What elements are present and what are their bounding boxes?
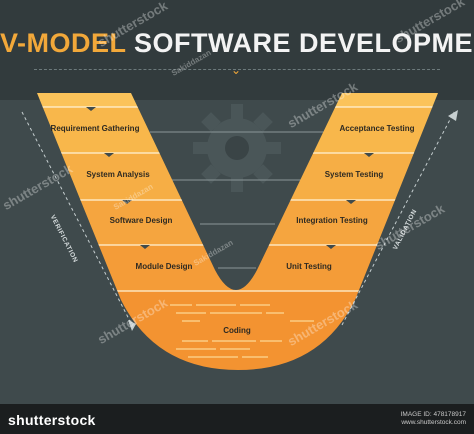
chevron-down-icon: ⌄	[230, 63, 242, 77]
stage-integration-testing: Integration Testing	[296, 216, 368, 225]
title-divider	[34, 69, 440, 70]
title-highlight: V-MODEL	[0, 28, 127, 58]
title-rest: SOFTWARE DEVELOPMENT	[134, 28, 474, 58]
stage-module-design: Module Design	[135, 262, 193, 271]
page-title: V-MODEL SOFTWARE DEVELOPMENT	[0, 28, 474, 59]
footer-url-line: www.shutterstock.com	[401, 419, 466, 426]
code-lines	[170, 304, 314, 358]
footer-bar: shutterstock IMAGE ID: 478178917 www.shu…	[0, 404, 474, 434]
footer-logo: shutterstock	[8, 412, 96, 428]
stage-requirement-gathering: Requirement Gathering	[50, 124, 140, 133]
footer-image-id: IMAGE ID: 478178917 www.shutterstock.com	[401, 411, 466, 427]
gear-icon	[193, 104, 281, 192]
stage-coding: Coding	[223, 326, 251, 335]
arrow-down-icon	[128, 320, 136, 331]
stage-system-analysis: System Analysis	[86, 170, 150, 179]
side-arrows	[21, 111, 455, 326]
stage-software-design: Software Design	[109, 216, 173, 225]
stage-acceptance-testing: Acceptance Testing	[339, 124, 415, 133]
stage-system-testing: System Testing	[324, 170, 384, 179]
pair-guides	[150, 131, 325, 269]
footer-id-line: IMAGE ID: 478178917	[400, 411, 466, 418]
title-band	[0, 0, 474, 100]
arrow-up-icon	[448, 110, 458, 121]
stage-unit-testing: Unit Testing	[286, 262, 332, 271]
